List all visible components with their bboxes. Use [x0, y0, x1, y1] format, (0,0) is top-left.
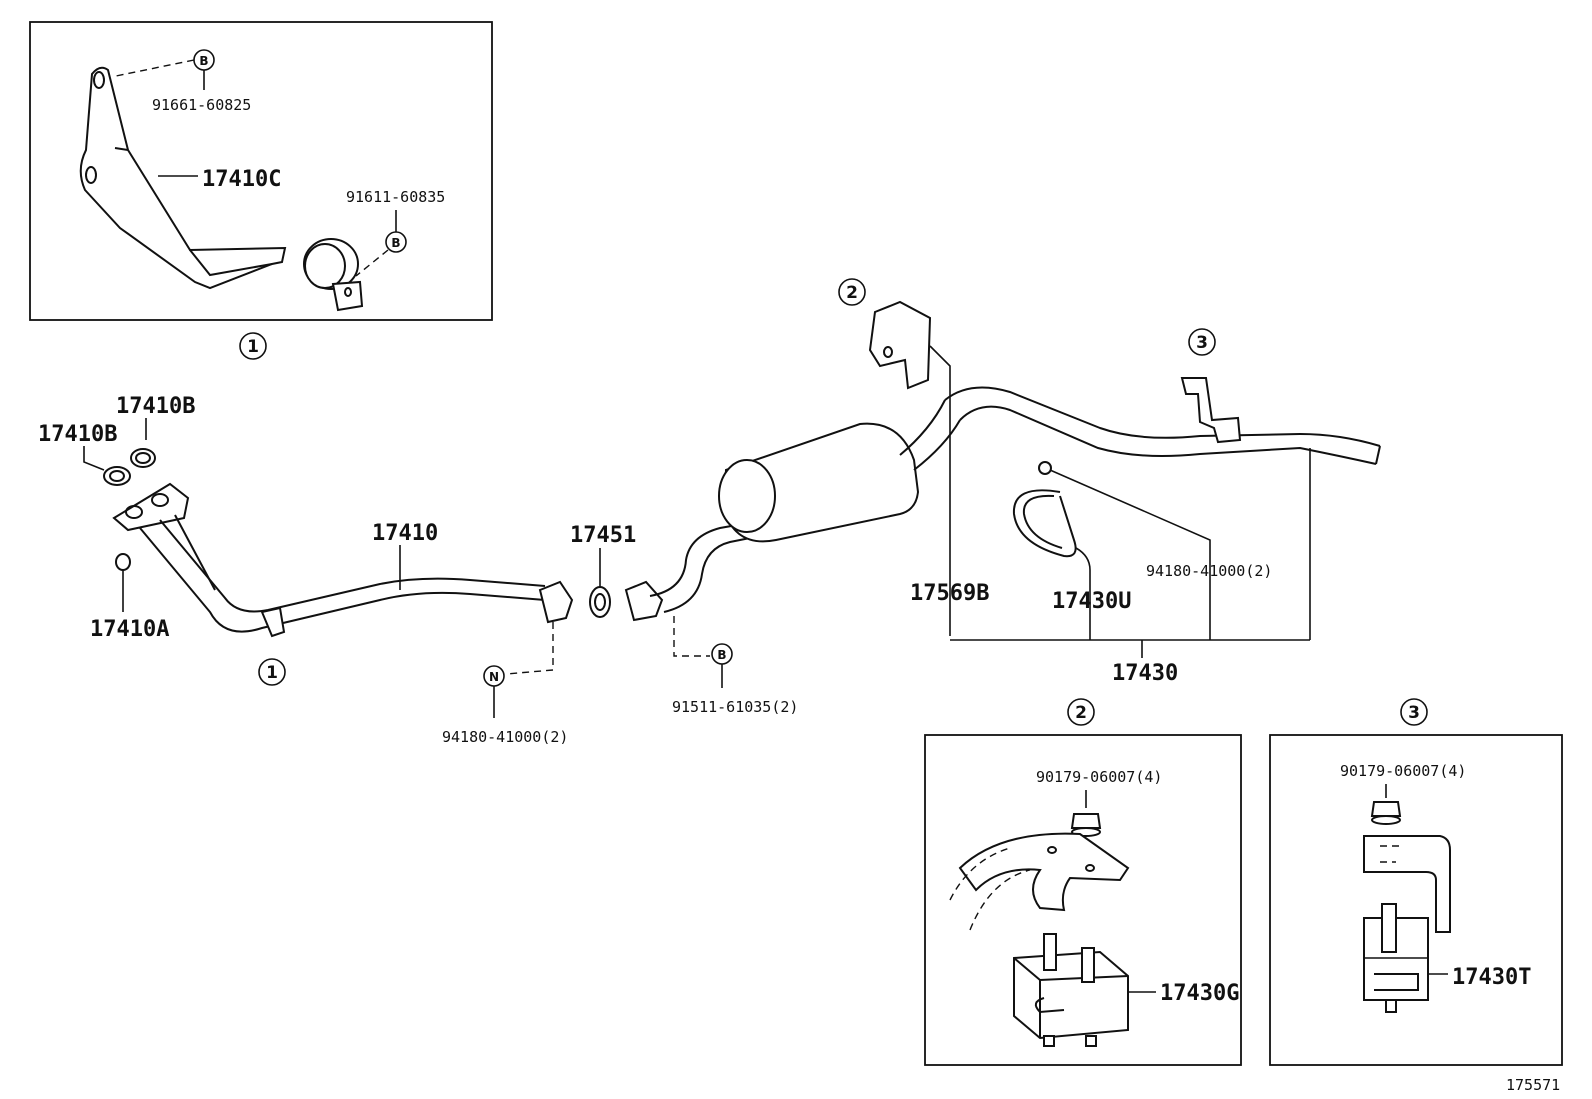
- exhaust-clamp-hanger: [303, 238, 364, 312]
- bolt-callout-b-1: B: [193, 49, 215, 71]
- mount-17430G: [1013, 933, 1129, 1047]
- nut-90179-06007-b: [1370, 801, 1402, 825]
- exhaust-manifold-flange: [112, 482, 190, 532]
- part-label-17410B-top: 17410B: [116, 394, 195, 419]
- callout-circle-2-top: 2: [838, 278, 866, 306]
- detail-box-1: [29, 21, 493, 321]
- exhaust-bracket-17410C: [79, 66, 287, 290]
- part-label-17430G: 17430G: [1160, 981, 1239, 1006]
- callout-letter: B: [717, 648, 726, 662]
- part-label-90179-06007-a: 90179-06007(4): [1036, 768, 1162, 786]
- bolt-callout-b-3: B: [711, 643, 733, 665]
- part-label-17430: 17430: [1112, 661, 1178, 686]
- bracket-box-2: [949, 832, 1130, 931]
- part-label-17430T: 17430T: [1452, 965, 1531, 990]
- callout-circle-2-box: 2: [1067, 698, 1095, 726]
- callout-circle-3-box: 3: [1400, 698, 1428, 726]
- callout-circle-1-box: 1: [239, 332, 267, 360]
- part-label-17451: 17451: [570, 523, 636, 548]
- part-label-17430U: 17430U: [1052, 589, 1131, 614]
- nut-17410A: [115, 553, 131, 571]
- figure-id: 175571: [1506, 1076, 1560, 1094]
- part-label-17410A: 17410A: [90, 617, 169, 642]
- bracket-box-3: [1363, 835, 1451, 933]
- hanger-2-top: [868, 300, 932, 390]
- bolt-callout-b-2: B: [385, 231, 407, 253]
- detail-box-2: [924, 734, 1242, 1066]
- callout-number: 2: [1075, 703, 1087, 723]
- callout-number: 3: [1196, 333, 1208, 353]
- part-label-94180-41000-bottom: 94180-41000(2): [442, 728, 568, 746]
- callout-number: 3: [1408, 703, 1420, 723]
- band-17430U: [1012, 489, 1077, 558]
- part-label-91661-60825: 91661-60825: [152, 96, 251, 114]
- part-label-91511-61035: 91511-61035(2): [672, 698, 798, 716]
- gasket-17451: [589, 586, 611, 618]
- callout-circle-1-pipe: 1: [258, 658, 286, 686]
- part-label-17569B: 17569B: [910, 581, 989, 606]
- hanger-3-top: [1180, 377, 1242, 444]
- detail-box-3: [1269, 734, 1563, 1066]
- part-label-90179-06007-b: 90179-06007(4): [1340, 762, 1466, 780]
- callout-letter: N: [489, 670, 499, 684]
- mount-17430T: [1363, 903, 1429, 1013]
- part-label-17410C: 17410C: [202, 167, 281, 192]
- part-label-17410B-left: 17410B: [38, 422, 117, 447]
- part-label-91611-60835: 91611-60835: [346, 188, 445, 206]
- nut-94180-41000-right: [1038, 461, 1052, 475]
- callout-letter: B: [391, 236, 400, 250]
- callout-number: 2: [846, 283, 858, 303]
- nut-90179-06007-a: [1070, 813, 1102, 837]
- part-label-17410: 17410: [372, 521, 438, 546]
- callout-letter: B: [199, 54, 208, 68]
- front-pipe-17410: [139, 514, 574, 638]
- center-pipe-muffler: [624, 399, 961, 622]
- callout-circle-3-top: 3: [1188, 328, 1216, 356]
- callout-number: 1: [247, 337, 259, 357]
- part-label-94180-41000-right: 94180-41000(2): [1146, 562, 1272, 580]
- gasket-17410B: [103, 448, 156, 486]
- callout-number: 1: [266, 663, 278, 683]
- nut-callout-n: N: [483, 665, 505, 687]
- tail-pipe-17430: [944, 386, 1381, 465]
